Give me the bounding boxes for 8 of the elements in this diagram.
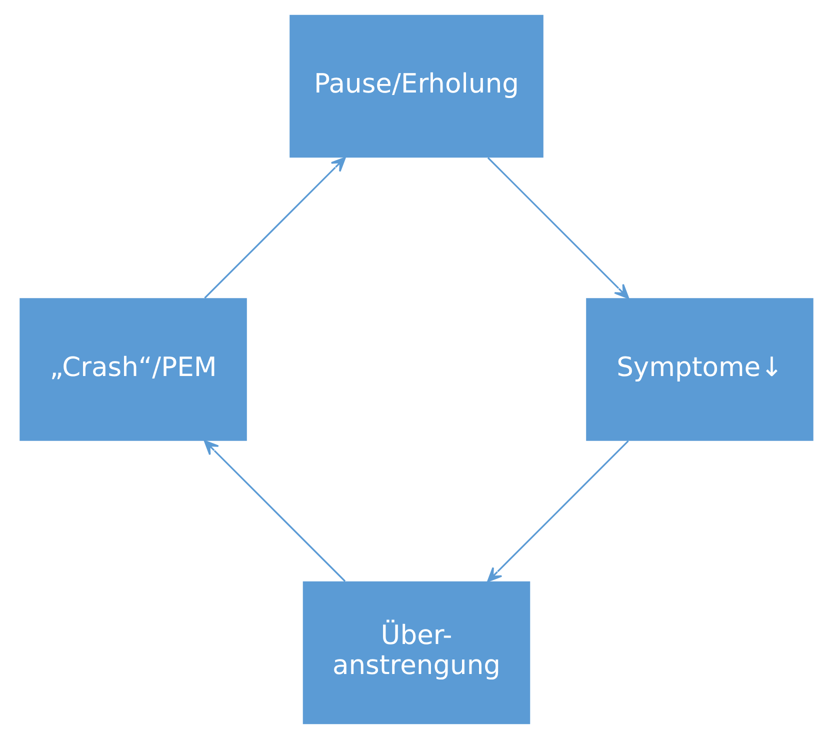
node-box: Symptome↓ xyxy=(586,298,814,441)
arrow xyxy=(204,440,346,582)
node-box: Über- anstrengung xyxy=(302,581,530,724)
node-box: „Crash“/PEM xyxy=(20,298,247,441)
node-box: Pause/Erholung xyxy=(290,14,544,158)
arrow xyxy=(487,440,629,582)
arrow xyxy=(487,157,630,299)
arrow xyxy=(204,156,346,299)
